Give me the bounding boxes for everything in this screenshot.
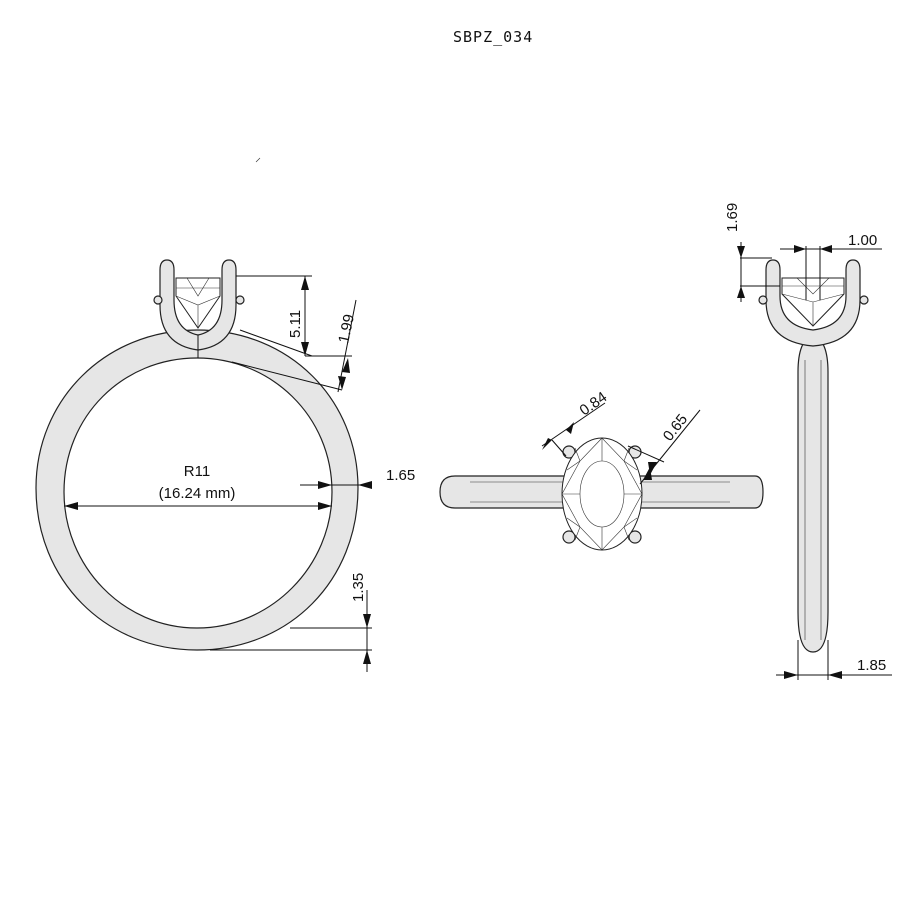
head-height-arrows [338, 358, 350, 390]
head-base-extension [231, 361, 343, 391]
bottom-thickness-arrows [363, 614, 371, 664]
front-side-bead-left [153, 295, 163, 305]
side-prongs [765, 259, 861, 347]
front-prongs [159, 259, 237, 351]
prong-top-height-label: 1.69 [724, 203, 741, 232]
band-width-arrows [318, 481, 372, 489]
stray-mark [255, 157, 261, 163]
front-view: R11 (16.24 mm) 1.65 1.35 5.11 1.99 [35, 259, 415, 672]
band-width-label: 1.65 [386, 467, 415, 484]
head-height-label: 1.99 [335, 313, 358, 345]
top-prong-se [628, 530, 642, 544]
bottom-thickness-label: 1.35 [350, 573, 367, 602]
front-gem [175, 277, 221, 329]
top-prong-sw [562, 530, 576, 544]
inner-diameter-label: (16.24 mm) [159, 485, 236, 502]
prong-width-arrows [794, 245, 832, 253]
prong-top-height-arrows [737, 246, 745, 298]
front-side-bead-right [235, 295, 245, 305]
right-prong-label: 0.65 [660, 411, 691, 444]
side-bead-left [758, 295, 768, 305]
ring-band-front [35, 329, 359, 651]
side-gem-facets [781, 277, 845, 326]
shank-side-view [797, 334, 829, 653]
side-bead-right [859, 295, 869, 305]
side-view: 1.69 1.00 1.85 [724, 203, 892, 680]
side-band-width-label: 1.85 [857, 657, 886, 674]
left-prong-extension [551, 439, 567, 457]
top-view: 0.84 0.65 [439, 389, 764, 551]
left-prong-label: 0.84 [577, 389, 611, 420]
inner-radius-label: R11 [184, 463, 210, 480]
prong-width-label: 1.00 [848, 232, 877, 249]
left-prong-dimension-line [541, 402, 606, 447]
prong-base-extension [239, 329, 313, 357]
side-band-width-arrows [784, 671, 842, 679]
prong-height-label: 5.11 [287, 310, 304, 338]
front-gem-facets [175, 277, 221, 328]
oval-gem-facets [561, 437, 643, 551]
right-prong-arrows [643, 462, 657, 480]
right-prong-extension [627, 445, 665, 463]
drawing-code: SBPZ_034 [453, 28, 533, 46]
shank-contour-lines [804, 360, 822, 640]
